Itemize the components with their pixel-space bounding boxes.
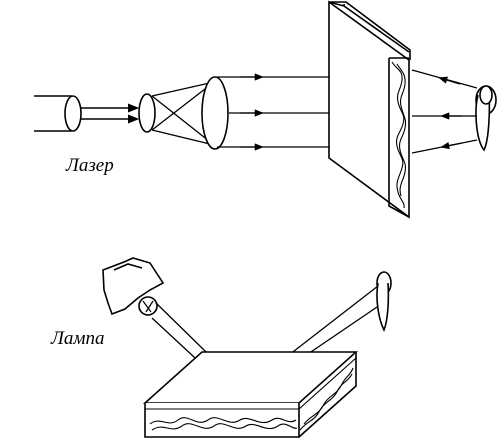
object-beams xyxy=(411,69,478,154)
hologram-plate xyxy=(142,351,359,438)
laser-label: Лазер xyxy=(66,155,114,176)
laser-beam xyxy=(80,103,140,124)
laser-icon xyxy=(34,95,82,132)
large-lens-icon xyxy=(201,76,229,150)
object-figure-icon xyxy=(475,85,497,152)
reconstructed-image-icon xyxy=(376,271,392,332)
diverging-cone xyxy=(151,81,215,146)
laser-recording-scene xyxy=(34,0,497,219)
photo-plate xyxy=(328,0,411,219)
lamp-label: Лампа xyxy=(51,328,105,349)
lamp-icon xyxy=(102,257,165,316)
small-lens-icon xyxy=(138,93,156,133)
lamp-reconstruction-scene xyxy=(102,257,392,438)
